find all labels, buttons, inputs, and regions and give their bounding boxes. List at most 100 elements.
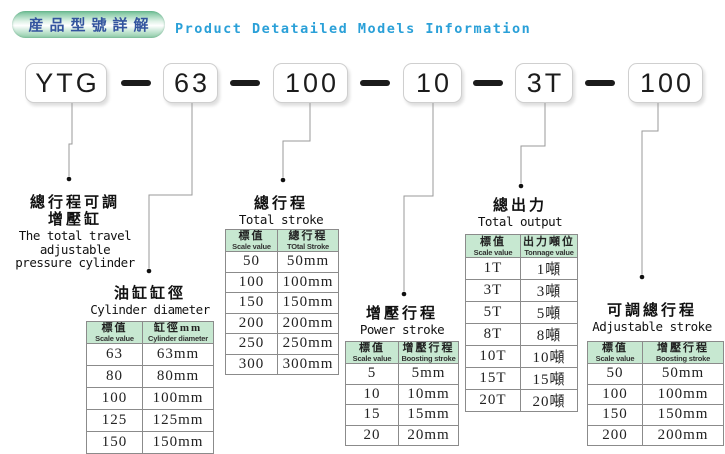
column-header-zh: 總行程 [288, 230, 328, 243]
table-cell: 50mm [642, 363, 724, 385]
label-en: Total output [477, 214, 563, 229]
label-total-stroke: 總行程 Total stroke [222, 196, 340, 227]
table-cell: 150mm [642, 404, 724, 426]
table-cell: 50mm [277, 251, 339, 273]
label-total-output: 總出力 Total output [460, 198, 580, 229]
dash-separator [121, 80, 151, 86]
label-zh: 增壓行程 [365, 306, 438, 322]
table-cell: 63mm [142, 343, 214, 366]
table-cell: 10噸 [520, 345, 578, 368]
table-cell: 125 [86, 409, 143, 432]
table-cell: 80 [86, 365, 143, 388]
table-cell: 5 [345, 363, 399, 385]
label-zh: 油缸缸徑 [113, 286, 186, 302]
table-cell: 100mm [142, 387, 214, 410]
label-power-stroke: 增壓行程 Power stroke [344, 306, 460, 337]
column-header-zh: 出力噸位 [523, 235, 575, 248]
column-header-en: TOtal Stroke [286, 242, 330, 251]
table-cell: 1噸 [520, 257, 578, 280]
table-cell: 15T [465, 367, 521, 390]
label-zh: 總行程可調 [29, 195, 120, 211]
model-segment-adjustable-stroke: 100 [628, 63, 703, 103]
section-banner: 産品型號詳解 [12, 11, 165, 38]
page-title: Product Detatailed Models Information [175, 21, 532, 37]
column-header-zh: 標值 [359, 342, 385, 355]
label-cylinder-diameter: 油缸缸徑 Cylinder diameter [84, 286, 216, 317]
table-cell: 63 [86, 343, 143, 366]
table-cell: 20mm [398, 424, 459, 446]
model-segment-power-stroke: 10 [403, 63, 462, 103]
column-header-zh: 標值 [238, 230, 265, 243]
column-header-zh: 缸徑mm [153, 322, 203, 335]
label-en: pressure cylinder [15, 255, 135, 270]
column-header-en: Scale value [95, 334, 134, 343]
table-cell: 150 [225, 292, 278, 314]
table-cell: 200mm [277, 312, 339, 334]
label-en: Power stroke [359, 322, 445, 337]
table-cell: 8T [465, 323, 521, 346]
table-cell: 20噸 [520, 389, 578, 412]
table-cell: 10 [345, 383, 399, 405]
table-cell: 50 [225, 251, 278, 273]
label-zh: 增壓缸 [47, 212, 102, 228]
column-header-en: Boosting stroke [655, 354, 711, 363]
label-zh: 總行程 [253, 196, 308, 212]
dash-separator [230, 80, 260, 86]
column-header-en: Cylinder diameter [148, 334, 208, 343]
table-cell: 3T [465, 279, 521, 302]
label-en: The total travel [18, 228, 132, 243]
column-header-en: Tonnage value [524, 247, 574, 257]
column-header-zh: 標值 [602, 342, 628, 355]
table-cell: 10mm [398, 383, 459, 405]
table-cell: 3噸 [520, 279, 578, 302]
column-header-en: Boosting stroke [401, 354, 456, 363]
dash-separator [473, 80, 503, 86]
dash-separator [585, 80, 615, 86]
label-en: adjustable [39, 241, 111, 257]
table-cell: 50 [587, 363, 643, 385]
table-cell: 100 [225, 271, 278, 293]
table-cell: 5mm [398, 363, 459, 385]
table-cell: 150 [587, 404, 643, 426]
label-en: Total stroke [238, 212, 324, 227]
model-segment-prefix: YTG [25, 63, 107, 103]
table-cell: 100mm [277, 271, 339, 293]
dash-separator [360, 80, 390, 86]
table-cell: 80mm [142, 365, 214, 388]
column-header-zh: 標值 [480, 235, 506, 248]
table-cell: 200 [225, 312, 278, 334]
column-header-en: Scale value [232, 242, 271, 251]
table-cell: 300mm [277, 353, 339, 375]
label-adjustable-stroke: 可調總行程 Adjustable stroke [576, 303, 725, 334]
table-cell: 150 [86, 431, 143, 454]
table-cell: 100 [587, 383, 643, 405]
